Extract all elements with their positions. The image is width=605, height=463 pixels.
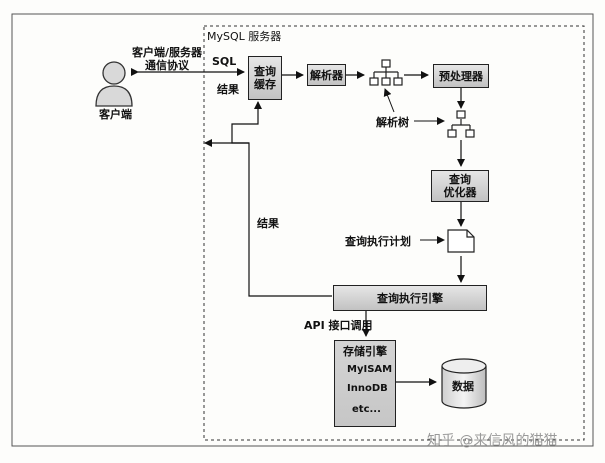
user-icon <box>95 61 133 107</box>
data-label: 数据 <box>452 380 474 393</box>
database-icon <box>441 358 487 409</box>
result-label-top: 结果 <box>217 83 239 96</box>
api-label: API 接口调用 <box>304 319 373 332</box>
parse-tree-icon <box>369 59 403 86</box>
query-cache-line1: 查询 <box>254 65 276 78</box>
execution-engine-box: 查询执行引擎 <box>333 285 487 311</box>
parser-label: 解析器 <box>310 68 343 82</box>
storage-engine-title: 存储引擎 <box>343 345 387 358</box>
client-label: 客户端 <box>99 108 132 121</box>
sql-label: SQL <box>212 55 237 68</box>
optimizer-line1: 查询 <box>449 173 471 186</box>
execution-engine-label: 查询执行引擎 <box>377 291 443 305</box>
storage-engine-box: 存储引擎 <box>334 340 396 427</box>
server-title: MySQL 服务器 <box>207 30 282 43</box>
preprocessor-label: 预处理器 <box>439 69 483 83</box>
query-cache-box: 查询 缓存 <box>248 56 282 100</box>
optimizer-box: 查询 优化器 <box>431 170 489 202</box>
execution-plan-label: 查询执行计划 <box>345 235 411 248</box>
engine-etc: etc... <box>352 404 381 415</box>
result-to-client-line <box>204 139 332 297</box>
preprocessor-box: 预处理器 <box>433 64 489 88</box>
optimizer-line2: 优化器 <box>443 186 477 199</box>
server-boundary <box>203 25 585 441</box>
protocol-label-line1: 客户端/服务器 <box>132 46 203 59</box>
result-label-mid: 结果 <box>257 217 279 230</box>
parse-tree-pointer <box>383 88 395 113</box>
protocol-label-line2: 通信协议 <box>145 59 189 72</box>
result-to-cache-line <box>231 101 262 144</box>
parse-tree-icon <box>447 110 475 138</box>
query-cache-line2: 缓存 <box>254 78 276 91</box>
engine-myisam: MyISAM <box>347 364 393 375</box>
parser-box: 解析器 <box>307 64 346 86</box>
outer-frame <box>11 13 594 447</box>
watermark: 知乎 @来信风的猫猫 <box>427 433 558 449</box>
engine-innodb: InnoDB <box>347 383 388 394</box>
parse-tree-label: 解析树 <box>376 116 409 129</box>
document-icon <box>447 229 475 253</box>
